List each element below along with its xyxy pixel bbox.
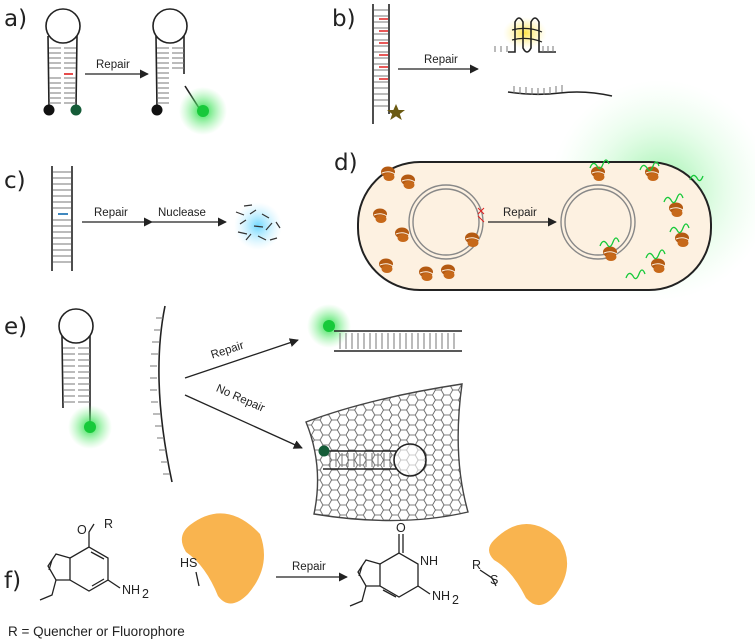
panel-f: f) O R NH 2 HS Repair O NH NH 2 <box>4 513 568 639</box>
panel-b: b) Repair <box>332 4 613 124</box>
panel-f-label: f) <box>4 568 21 594</box>
arrow-label-repair: Repair <box>292 561 326 573</box>
svg-text:NH: NH <box>420 554 438 568</box>
svg-text:S: S <box>490 573 498 587</box>
svg-text:NH: NH <box>122 583 140 597</box>
svg-text:R: R <box>472 558 481 572</box>
svg-text:HS: HS <box>180 556 197 570</box>
quenched-fluorophore-dot <box>318 445 330 457</box>
lesion-marks <box>379 18 388 80</box>
o6-alkylguanine <box>39 523 121 601</box>
plasmid-repaired <box>560 184 636 260</box>
svg-text:2: 2 <box>452 593 459 607</box>
panel-e: e) Repair No Repair <box>4 304 469 522</box>
arrow-label-repair: Repair <box>94 207 128 219</box>
hairpin-probe-repaired <box>151 8 227 135</box>
alkylated-mgmt-protein <box>489 524 568 606</box>
legend-text: R = Quencher or Fluorophore <box>8 624 185 639</box>
svg-text:2: 2 <box>142 587 149 601</box>
panel-a: a) Repair <box>4 6 227 135</box>
panel-c-label: c) <box>4 168 26 194</box>
fluorophore-dot <box>84 421 96 433</box>
quencher-dot <box>151 104 163 116</box>
hairpin-probe-intact <box>43 8 82 116</box>
panel-d-label: d) <box>334 150 358 176</box>
fluorophore-dot <box>323 320 335 332</box>
duplex-product <box>307 304 462 352</box>
g-quadruplex <box>494 17 556 53</box>
hairpin-beacon <box>58 308 112 449</box>
panel-e-label: e) <box>4 314 27 340</box>
released-strand <box>507 85 613 97</box>
panel-c: c) Repair Nuclease <box>4 166 282 271</box>
star-label <box>387 104 405 120</box>
svg-text:O: O <box>77 523 87 537</box>
graphene-oxide-sheet <box>305 383 469 522</box>
arrow-no-repair <box>184 394 303 449</box>
digested-fragments <box>234 202 282 250</box>
mgmt-protein <box>181 513 264 604</box>
arrow-label-nuclease: Nuclease <box>158 207 206 219</box>
gfp-peptides <box>589 159 704 280</box>
arrow-label-repair: Repair <box>424 54 458 66</box>
arrow-label-repair: Repair <box>209 340 245 362</box>
adsorbed-hairpin <box>318 443 427 477</box>
arrow-label-no-repair: No Repair <box>214 383 266 415</box>
arrow-label-repair: Repair <box>96 59 130 71</box>
svg-text:NH: NH <box>432 589 450 603</box>
fluorophore-dot <box>70 104 82 116</box>
arrow-label-repair: Repair <box>503 207 537 219</box>
panel-b-label: b) <box>332 6 356 32</box>
plasmid-lesioned <box>408 184 484 260</box>
panel-a-label: a) <box>4 6 27 32</box>
svg-text:R: R <box>104 517 113 531</box>
svg-text:O: O <box>396 521 406 535</box>
panel-d: d) Repair <box>334 80 755 300</box>
fluorophore-dot <box>197 105 209 117</box>
guanine <box>349 534 431 607</box>
target-strand <box>150 305 173 483</box>
arrow-repair <box>184 338 299 379</box>
quencher-dot <box>43 104 55 116</box>
